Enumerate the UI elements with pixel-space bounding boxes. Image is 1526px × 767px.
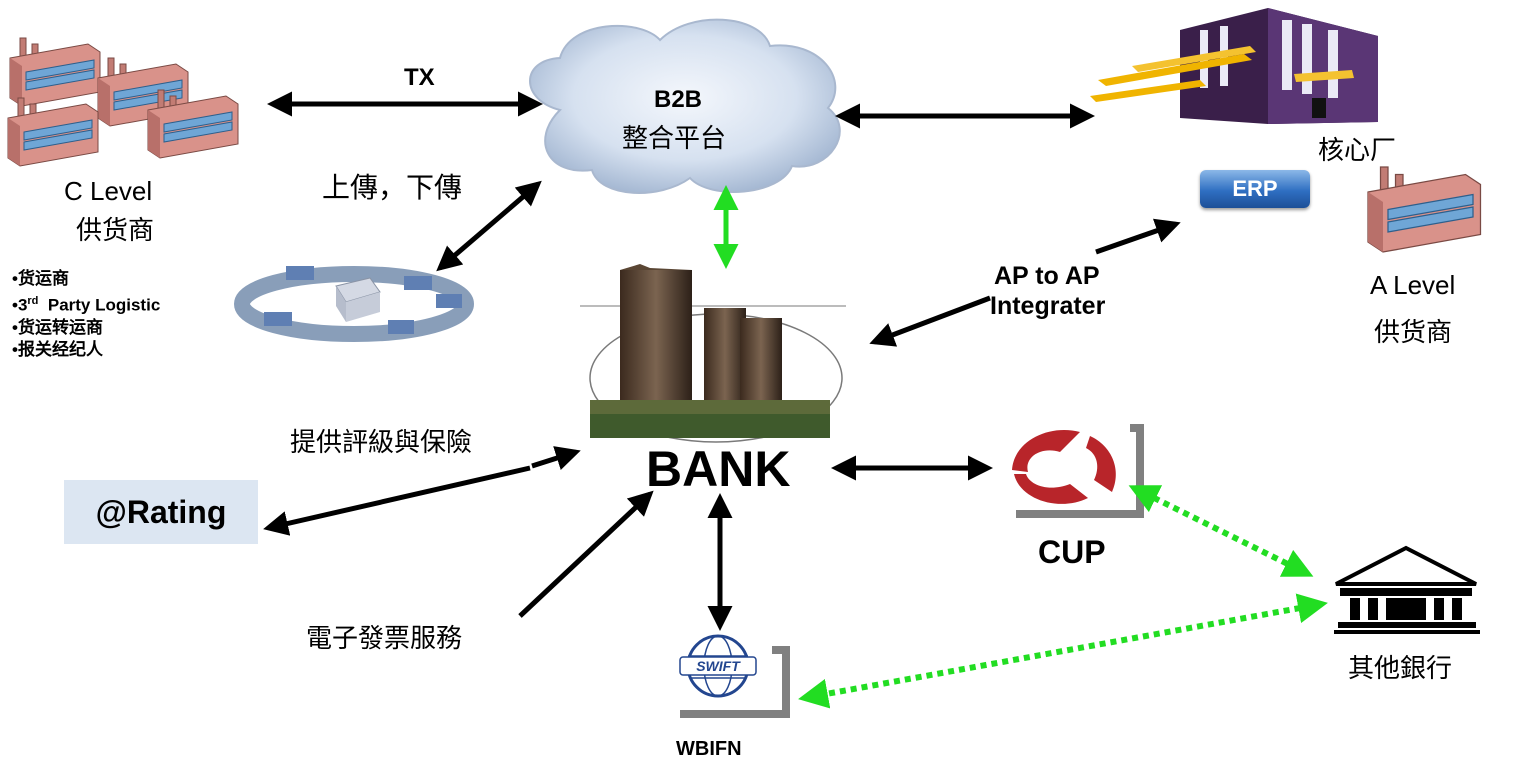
a-level-subtitle: 供货商	[1374, 317, 1453, 347]
cloud-title: B2B	[653, 86, 702, 113]
bank-building-icon	[580, 264, 846, 443]
other-banks-label: 其他銀行	[1348, 653, 1453, 683]
logistics-item: •货运商	[12, 269, 69, 288]
c-level-subtitle: 供货商	[76, 215, 155, 245]
integrator-label-line2: Integrater	[990, 292, 1106, 320]
upload-download-label: 上傳，下傳	[322, 171, 463, 204]
arrow-integrator-bank	[869, 295, 991, 347]
a-level-title: A Level	[1370, 270, 1456, 300]
cup-label: CUP	[1038, 534, 1106, 570]
arrow-rating-bank	[531, 446, 581, 470]
wbifn-label: WBIFN	[676, 738, 742, 760]
arrow-cloud-logistics	[436, 180, 542, 272]
swift-logo-text: SWIFT	[696, 658, 741, 674]
tx-label: TX	[404, 64, 435, 91]
logistics-item: •报关经纪人	[12, 339, 103, 359]
b2b-cloud-shape	[529, 18, 841, 194]
logistics-list: •货运商 •3rd Party Logistic •货运转运商 •报关经纪人	[12, 268, 160, 361]
e-invoice-label: 電子發票服務	[306, 624, 463, 654]
logistics-item: •货运转运商	[12, 317, 103, 337]
core-factory-label: 核心厂	[1318, 135, 1397, 165]
other-banks-icon	[1334, 545, 1480, 634]
bank-label: BANK	[646, 441, 791, 497]
arrow-einvoice-bank	[518, 490, 654, 618]
c-level-title: C Level	[64, 176, 153, 206]
arrow-otherbanks-swift-dotted	[798, 593, 1328, 709]
logistics-item: •3rd Party Logistic	[12, 295, 161, 315]
rating-insurance-label: 提供評級與保險	[290, 428, 473, 458]
a-level-factory-icon	[1367, 166, 1482, 253]
logistics-trucks-icon	[234, 266, 474, 342]
arrow-integrator-erp	[1095, 218, 1181, 255]
rating-box: @Rating	[64, 480, 258, 544]
c-level-factory-icon	[7, 37, 239, 167]
core-factory-icon	[1090, 8, 1378, 124]
arrow-cup-otherbanks-dotted	[1128, 485, 1314, 577]
black-arrows	[263, 91, 1181, 631]
integrator-label-line1: AP to AP	[994, 262, 1100, 290]
erp-badge: ERP	[1200, 170, 1310, 208]
arrow-bank-rating	[263, 465, 531, 536]
cloud-subtitle: 整合平台	[622, 123, 727, 153]
cup-logo-icon	[1012, 424, 1144, 518]
swift-logo-icon: SWIFT	[679, 634, 790, 718]
green-arrows	[713, 185, 1328, 709]
